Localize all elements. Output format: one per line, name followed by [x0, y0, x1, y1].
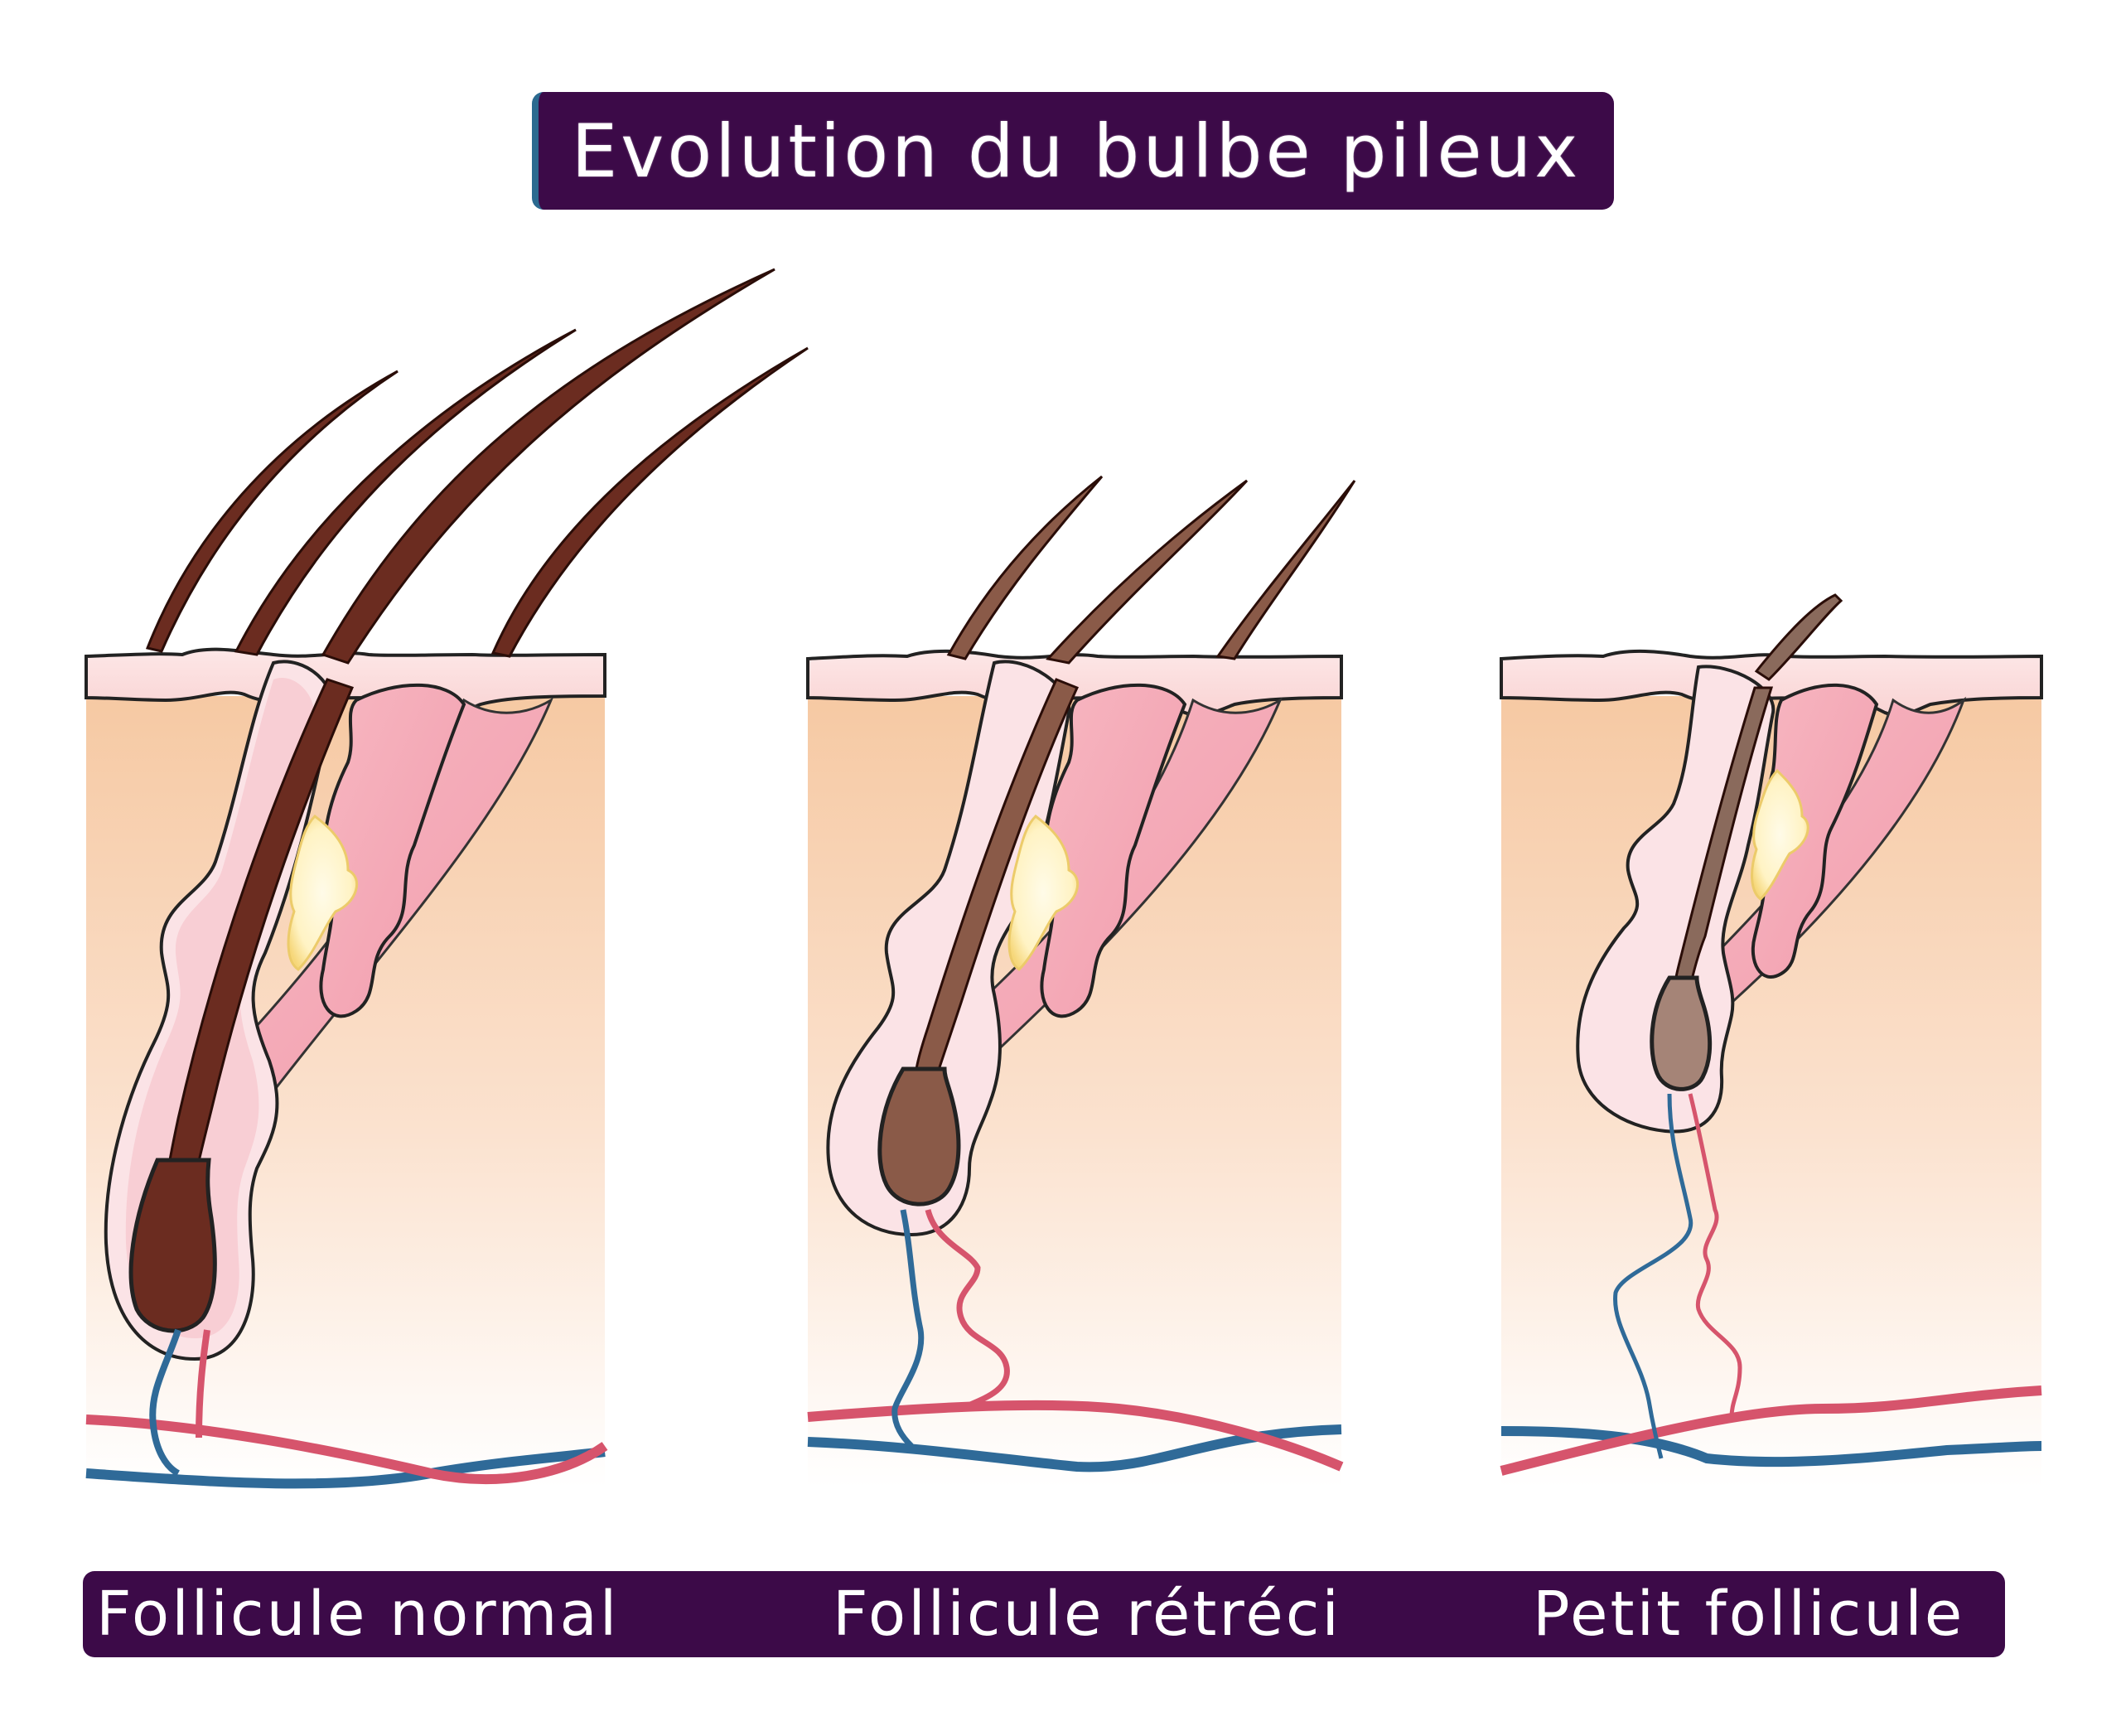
capillary-vein — [1613, 1093, 1693, 1459]
capillary-artery — [196, 1329, 210, 1439]
hair-strand — [145, 370, 399, 653]
hair-strand — [234, 328, 577, 656]
follicle-sheath — [1576, 665, 1776, 1134]
vein — [807, 1424, 1342, 1472]
caption-bar: Follicule normal Follicule rétréci Petit… — [83, 1571, 2005, 1657]
capillary-vein — [149, 1328, 181, 1477]
panel-normal-follicle — [85, 268, 809, 1489]
vein — [85, 1447, 606, 1489]
hair-bulb — [128, 1158, 217, 1333]
artery — [807, 1400, 1344, 1472]
hair-bulb — [877, 1066, 961, 1206]
artery — [1500, 1385, 2042, 1476]
epidermis — [806, 649, 1343, 717]
vein — [1500, 1426, 2042, 1468]
artery — [85, 1414, 608, 1485]
capillary-artery — [925, 1209, 1010, 1412]
sebum — [287, 815, 359, 971]
label-narrowed-follicle: Follicule rétréci — [833, 1579, 1341, 1650]
hair-strand — [1046, 479, 1249, 665]
sebum — [1751, 768, 1809, 901]
page-title: Evolution du bulbe pileux — [571, 108, 1582, 194]
hair-bulb — [1650, 975, 1713, 1091]
capillary-vein — [891, 1209, 925, 1448]
label-normal-follicle: Follicule normal — [96, 1579, 620, 1650]
hair-strand — [1754, 593, 1843, 681]
hair-strand — [1215, 480, 1356, 660]
title-banner: Evolution du bulbe pileux — [532, 92, 1614, 210]
hair-strand — [946, 475, 1104, 660]
hair-strand — [490, 346, 809, 658]
capillary-artery — [1688, 1093, 1742, 1418]
panel-narrowed-follicle — [806, 475, 1356, 1487]
hair-strand — [321, 268, 775, 665]
sebaceous-gland — [319, 683, 466, 1018]
epidermis — [1500, 649, 2043, 717]
sebaceous-gland — [1040, 683, 1187, 1018]
label-small-follicle: Petit follicule — [1533, 1579, 1965, 1650]
epidermis — [85, 647, 606, 717]
panel-small-follicle — [1500, 593, 2043, 1487]
sebum — [1007, 815, 1080, 971]
